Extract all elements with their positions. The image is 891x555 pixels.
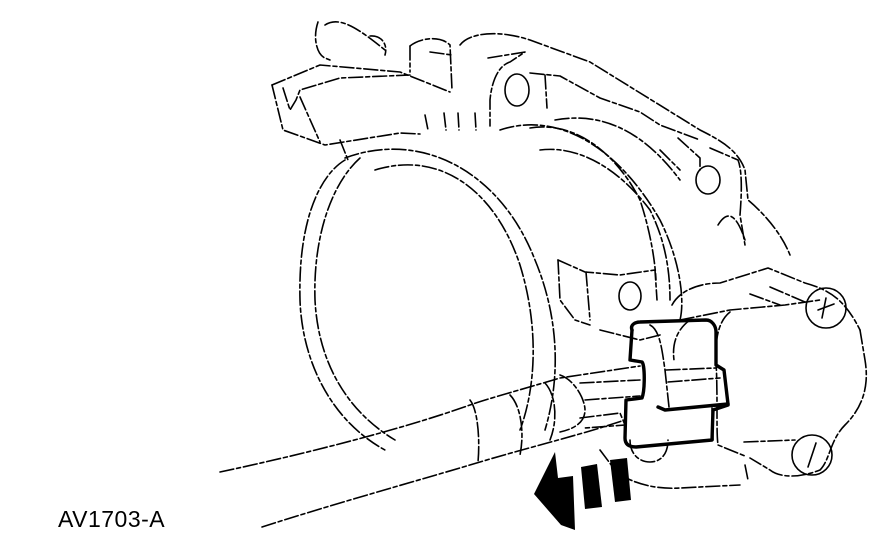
electrical-connector[interactable] xyxy=(623,318,730,449)
pull-left-arrow xyxy=(534,452,631,530)
wire-harness xyxy=(219,365,641,528)
throttle-position-sensor xyxy=(671,267,868,477)
throttle-bore xyxy=(299,117,683,451)
throttle-lever xyxy=(271,21,477,161)
figure-caption: AV1703-A xyxy=(58,506,166,532)
mounting-flange xyxy=(459,32,791,256)
